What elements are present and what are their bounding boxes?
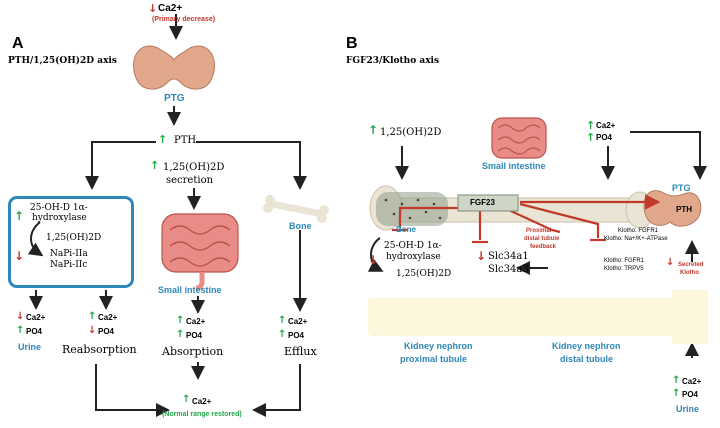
efflux-label: Efflux: [284, 345, 317, 358]
down-arrow-icon: ↓: [666, 257, 675, 268]
ptg-label-b: PTG: [672, 183, 691, 193]
feedback-label-3: feedback: [530, 244, 557, 250]
bone-label-a: Bone: [289, 221, 312, 231]
slc34a3-label: Slc34a3: [488, 264, 529, 275]
po-label-b: PO4: [596, 133, 613, 142]
panel-a-letter: A: [12, 35, 24, 52]
panel-b-feedback-lines: [392, 194, 661, 244]
down-arrow-icon: ↓: [368, 253, 379, 267]
up-arrow-icon: ↑: [278, 315, 287, 326]
fgf23-label-box: [457, 194, 519, 212]
ca-label-b: Ca2+: [596, 121, 616, 130]
kidney-nephron-stub: [672, 290, 708, 344]
pth-label-b: PTH: [676, 205, 692, 214]
feedback-label: Proximal -: [526, 228, 556, 234]
vitd-box-label: 1,25(OH)2D: [46, 233, 102, 243]
vitd-secretion-label: secretion: [166, 175, 214, 186]
hydroxylase-label-b-2: hydroxylase: [386, 252, 441, 262]
bone-icon-a: [263, 195, 329, 223]
primary-decrease-note: (Primary decrease): [152, 16, 216, 23]
panel-b-letter: B: [346, 35, 358, 52]
down-arrow-icon: ↓: [16, 311, 25, 322]
down-arrow-icon: ↓: [476, 249, 487, 263]
reab-ca-label: Ca2+: [98, 313, 118, 322]
abs-po-label: PO4: [186, 331, 203, 340]
down-arrow-icon: ↓: [14, 249, 25, 263]
up-arrow-icon: ↑: [672, 375, 681, 386]
vitd-label-b-2: 1,25(OH)2D: [396, 269, 452, 279]
reab-po-label: PO4: [98, 327, 115, 336]
urine-po-label: PO4: [26, 327, 43, 336]
small-intestine-label-b: Small intestine: [482, 161, 546, 171]
small-intestine-a: [161, 213, 239, 291]
reabsorption-label: Reabsorption: [62, 343, 137, 356]
panel-a-arrows: [27, 14, 307, 417]
hydroxylase-label-a-2: hydroxylase: [32, 213, 87, 223]
up-arrow-icon: ↑: [88, 311, 97, 322]
eff-ca-label: Ca2+: [288, 317, 308, 326]
urine-label-a: Urine: [18, 342, 42, 352]
up-arrow-icon: ↑: [278, 329, 287, 340]
klotho-ptg-label: Klotho: FGFR1: [618, 228, 659, 234]
thyroid-gland-a: [133, 45, 215, 90]
proximal-tubule-label: Kidney nephron: [404, 341, 473, 351]
urine-po-label-b: PO4: [682, 390, 699, 399]
slc34a1-label: Slc34a1: [488, 251, 529, 262]
hydroxylase-label-a: 25-OH-D 1α-: [30, 203, 88, 213]
down-arrow-icon: ↓: [88, 325, 97, 336]
small-intestine-label-a: Small intestine: [158, 285, 222, 295]
up-arrow-icon: ↑: [150, 159, 160, 172]
fgf23-label: FGF23: [470, 198, 495, 207]
top-ca-label: Ca2+: [158, 3, 183, 14]
secreted-klotho-label: Secreted: [678, 262, 704, 268]
parathyroid-gland-b: [643, 190, 702, 227]
small-intestine-b: [491, 117, 547, 159]
distal-tubule-label: Kidney nephron: [552, 341, 621, 351]
up-arrow-icon: ↑: [182, 394, 191, 405]
up-arrow-icon: ↑: [586, 119, 596, 132]
eff-po-label: PO4: [288, 331, 305, 340]
pth-label-a: PTH: [174, 135, 197, 146]
bone-label-b: Bone: [396, 225, 416, 234]
up-arrow-icon: ↑: [586, 131, 596, 144]
up-arrow-icon: ↑: [16, 325, 25, 336]
urine-ca-label: Ca2+: [26, 313, 46, 322]
panel-b-arrows: [367, 131, 707, 358]
up-arrow-icon: ↑: [368, 123, 379, 137]
up-arrow-icon: ↑: [176, 315, 185, 326]
klotho-ptg-label-2: Klotho: Na+/K+-ATPase: [604, 236, 668, 242]
vitd-label-a: 1,25(OH)2D: [163, 162, 225, 173]
feedback-label-2: distal tubule: [524, 236, 560, 242]
secreted-klotho-label-2: Klotho: [680, 270, 699, 276]
klotho-dt-label: Klotho: FGFR1: [604, 258, 645, 264]
normal-range-note: (Normal range restored): [162, 411, 242, 418]
absorption-label: Absorption: [162, 345, 224, 358]
up-arrow-icon: ↑: [158, 133, 168, 146]
up-arrow-icon: ↑: [672, 388, 681, 399]
vitd-label-b: 1,25(OH)2D: [380, 127, 442, 138]
proximal-tubule-label-2: proximal tubule: [400, 354, 468, 364]
hydroxylase-label-b: 25-OH-D 1α-: [384, 241, 442, 251]
bottom-ca-label: Ca2+: [192, 397, 212, 406]
down-arrow-icon: ↓: [148, 2, 158, 15]
kidney-enzyme-box: [8, 196, 134, 288]
napi-iia-label: NaPi-IIa: [50, 249, 88, 259]
up-arrow-icon: ↑: [14, 209, 25, 223]
panel-b-title: FGF23/Klotho axis: [346, 56, 440, 66]
panel-a-title: PTH/1,25(OH)2D axis: [8, 56, 117, 66]
napi-iic-label: NaPi-IIc: [50, 260, 88, 270]
kidney-nephron-band: [368, 298, 676, 336]
up-arrow-icon: ↑: [176, 329, 185, 340]
ptg-label-a: PTG: [164, 93, 185, 104]
abs-ca-label: Ca2+: [186, 317, 206, 326]
urine-ca-label-b: Ca2+: [682, 377, 702, 386]
distal-tubule-label-2: distal tubule: [560, 354, 614, 364]
urine-label-b: Urine: [676, 404, 700, 414]
klotho-dt-label-2: Klotho: TRPV5: [604, 266, 644, 272]
